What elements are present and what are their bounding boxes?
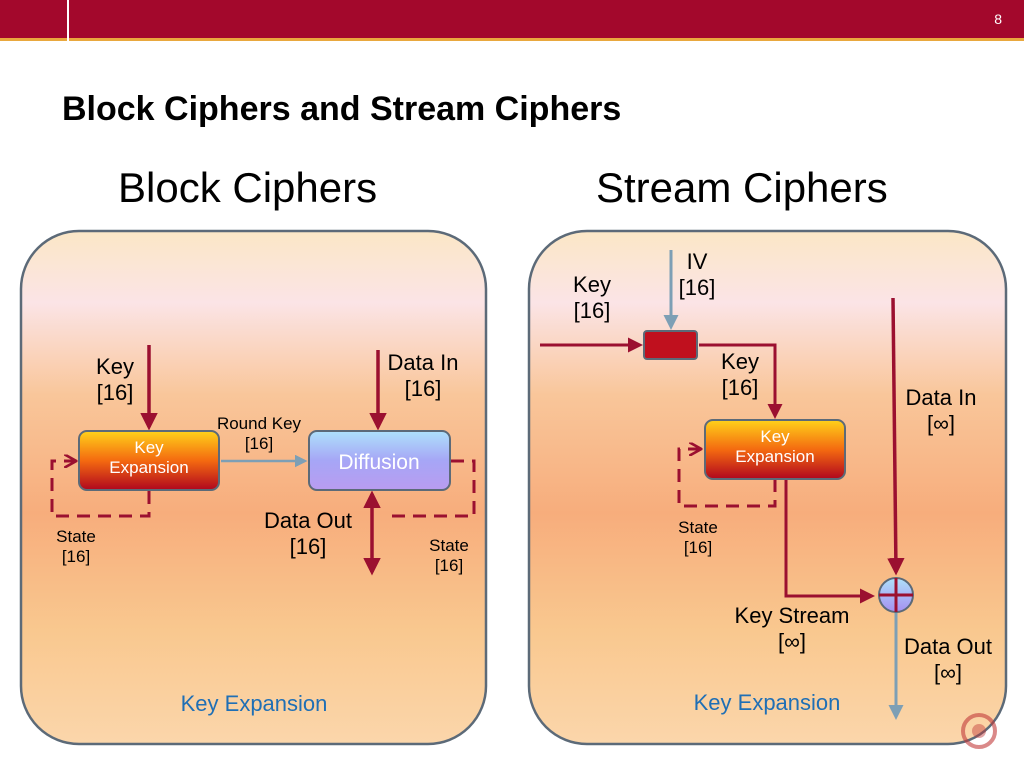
header-divider <box>67 0 69 46</box>
block-key-expansion-box <box>78 430 220 491</box>
corner-logo <box>961 713 997 749</box>
iv-label: IV[16] <box>678 249 716 301</box>
stream-ciphers-heading: Stream Ciphers <box>596 164 888 211</box>
block-state-right-label: State[16] <box>429 536 469 576</box>
stream-key-in-label: Key[16] <box>573 272 611 324</box>
stream-iv-block <box>643 330 698 360</box>
block-key-label: Key[16] <box>96 354 134 406</box>
key-stream-label: Key Stream[∞] <box>734 603 850 655</box>
header-rule <box>0 38 1024 41</box>
block-data-out-label: Data Out[16] <box>263 508 353 560</box>
stream-state-label: State[16] <box>678 518 718 558</box>
stream-data-in-label: Data In[∞] <box>905 385 977 437</box>
stream-key-mid-arrow <box>699 343 783 419</box>
stream-data-out-label: Data Out[∞] <box>903 634 993 686</box>
block-caption: Key Expansion <box>180 691 328 716</box>
stream-key-mid-label: Key[16] <box>721 349 759 401</box>
block-state-right-loop <box>390 459 476 518</box>
key-stream-arrow <box>784 479 875 604</box>
diffusion-box <box>308 430 451 491</box>
block-state-left-label: State[16] <box>56 527 96 567</box>
round-key-label: Round Key[16] <box>216 414 302 454</box>
stream-data-in-arrow <box>887 297 905 576</box>
block-ciphers-heading: Block Ciphers <box>118 164 378 211</box>
block-ciphers-panel <box>19 229 488 746</box>
page-number: 8 <box>994 11 1002 27</box>
xor-operator <box>878 577 914 613</box>
block-data-in-label: Data In[16] <box>387 350 459 402</box>
stream-caption: Key Expansion <box>693 690 841 715</box>
slide-title: Block Ciphers and Stream Ciphers <box>62 90 622 128</box>
stream-key-expansion-box <box>704 419 846 480</box>
diffusion-label: Diffusion <box>338 451 420 474</box>
header-bar <box>0 0 1024 38</box>
